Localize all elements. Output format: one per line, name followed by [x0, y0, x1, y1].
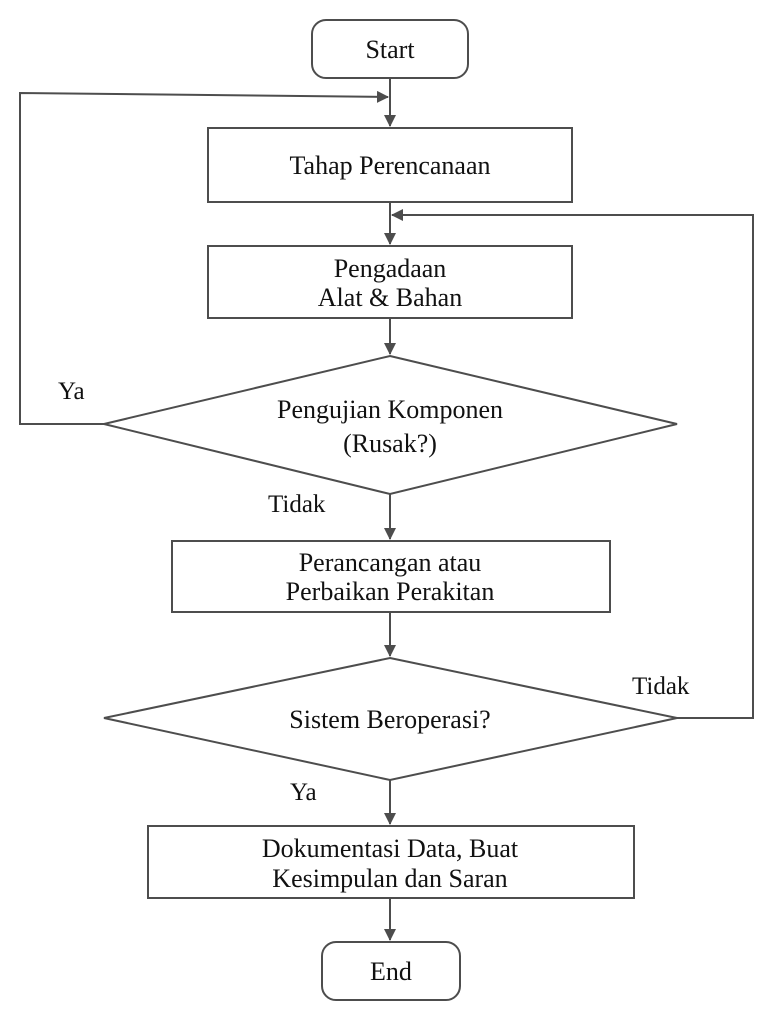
design-process	[171, 540, 611, 613]
system-check-label: Sistem Beroperasi?	[289, 705, 490, 734]
documentation-label-line1: Dokumentasi Data, Buat	[262, 834, 519, 863]
documentation-process	[147, 825, 635, 899]
procurement-label-line2: Alat & Bahan	[318, 283, 462, 312]
edge-label-component-yes: Ya	[58, 378, 85, 405]
documentation-label-line2: Kesimpulan dan Saran	[272, 864, 507, 893]
start-terminator	[311, 19, 469, 79]
procurement-label-line1: Pengadaan	[334, 254, 447, 283]
node-procurement: Pengadaan Alat & Bahan	[207, 245, 573, 319]
node-system-check: Sistem Beroperasi?	[103, 656, 678, 782]
design-label-line1: Perancangan atau	[299, 548, 482, 577]
planning-process	[207, 127, 573, 203]
edge-system-no-loop	[391, 209, 754, 719]
end-label: End	[370, 957, 412, 986]
system-check-decision	[103, 656, 678, 782]
planning-label: Tahap Perencanaan	[289, 151, 490, 180]
component-test-decision	[103, 354, 678, 496]
node-planning: Tahap Perencanaan	[207, 127, 573, 203]
end-terminator	[321, 941, 461, 1001]
node-start: Start	[311, 19, 469, 79]
edge-label-component-no: Tidak	[268, 491, 326, 518]
node-component-test: Pengujian Komponen (Rusak?)	[103, 354, 678, 496]
edge-label-system-yes: Ya	[290, 779, 317, 806]
start-label: Start	[365, 35, 415, 64]
component-test-label-line2: (Rusak?)	[343, 429, 437, 458]
node-design: Perancangan atau Perbaikan Perakitan	[171, 540, 611, 613]
design-label-line2: Perbaikan Perakitan	[286, 577, 495, 606]
node-documentation: Dokumentasi Data, Buat Kesimpulan dan Sa…	[147, 825, 635, 899]
component-test-label-line1: Pengujian Komponen	[277, 395, 503, 424]
edges	[19, 78, 754, 941]
procurement-process	[207, 245, 573, 319]
node-end: End	[321, 941, 461, 1001]
edge-component-yes-loop	[19, 90, 389, 425]
edge-label-system-no: Tidak	[632, 673, 690, 700]
